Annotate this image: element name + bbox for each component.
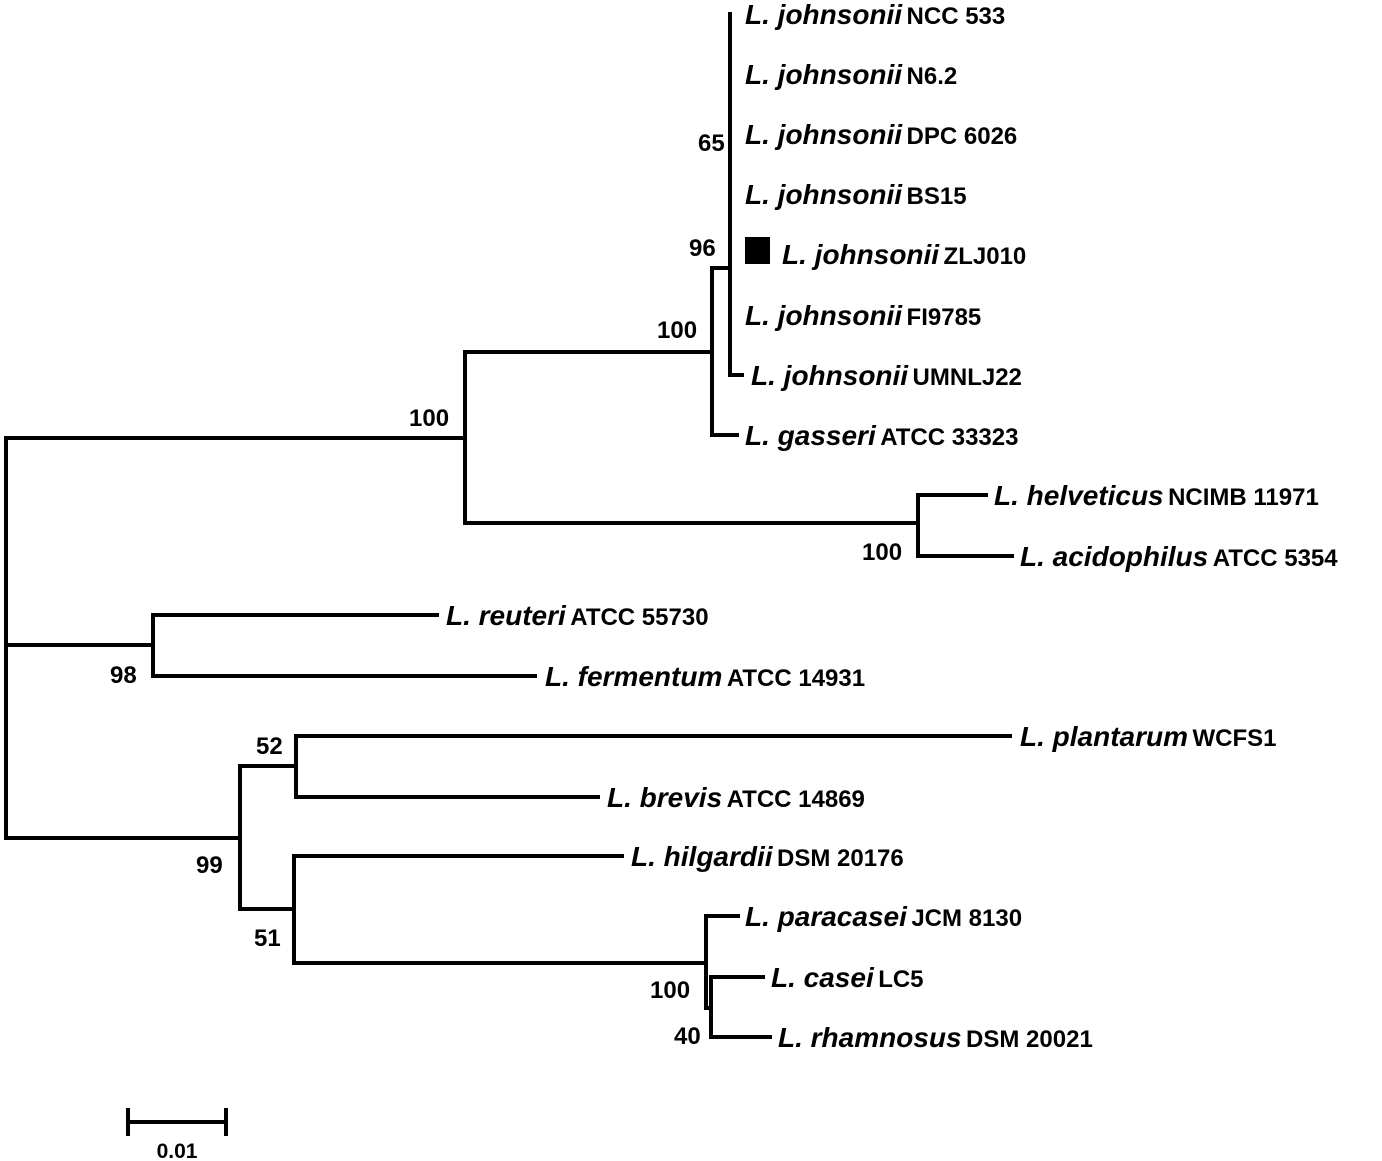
tree-branches xyxy=(4,12,1014,1039)
scale-bar-line xyxy=(126,1108,228,1136)
bootstrap-value: 98 xyxy=(110,662,137,689)
leaf-label: L. gasseri ATCC 33323 xyxy=(745,420,1018,451)
leaf-label: L. reuteri ATCC 55730 xyxy=(446,600,709,631)
leaf-label: L. johnsonii FI9785 xyxy=(745,300,981,331)
leaf-label: L. johnsonii ZLJ010 xyxy=(782,239,1026,270)
leaf-label: L. johnsonii N6.2 xyxy=(745,59,957,90)
leaf-label: L. johnsonii DPC 6026 xyxy=(745,119,1017,150)
bootstrap-value: 51 xyxy=(254,925,281,952)
leaf-label: L. fermentum ATCC 14931 xyxy=(545,661,865,692)
leaf-label: L. johnsonii BS15 xyxy=(745,179,967,210)
bootstrap-value: 96 xyxy=(689,235,716,262)
scale-bar-label: 0.01 xyxy=(157,1140,198,1161)
leaf-label: L. brevis ATCC 14869 xyxy=(607,782,865,813)
leaf-label: L. helveticus NCIMB 11971 xyxy=(994,480,1319,511)
leaf-labels: L. johnsonii NCC 533 L. johnsonii N6.2 L… xyxy=(446,0,1338,1053)
leaf-label: L. casei LC5 xyxy=(771,962,924,993)
bootstrap-value: 65 xyxy=(698,130,725,157)
leaf-label: L. johnsonii NCC 533 xyxy=(745,0,1005,30)
leaf-label: L. rhamnosus DSM 20021 xyxy=(778,1022,1093,1053)
bootstrap-value: 52 xyxy=(256,733,283,760)
leaf-label: L. hilgardii DSM 20176 xyxy=(631,841,904,872)
leaf-label: L. johnsonii UMNLJ22 xyxy=(751,360,1022,391)
bootstrap-value: 100 xyxy=(409,405,449,432)
leaf-label: L. plantarum WCFS1 xyxy=(1020,721,1276,752)
highlight-square-marker xyxy=(745,237,770,264)
bootstrap-value: 99 xyxy=(196,852,223,879)
bootstrap-values: 65 96 100 100 100 98 52 99 51 100 40 xyxy=(110,130,902,1050)
bootstrap-value: 100 xyxy=(862,539,902,566)
scale-bar: 0.01 xyxy=(126,1108,228,1161)
bootstrap-value: 100 xyxy=(650,977,690,1004)
bootstrap-value: 40 xyxy=(674,1023,701,1050)
bootstrap-value: 100 xyxy=(657,317,697,344)
leaf-label: L. paracasei JCM 8130 xyxy=(745,901,1022,932)
leaf-label: L. acidophilus ATCC 5354 xyxy=(1020,541,1338,572)
